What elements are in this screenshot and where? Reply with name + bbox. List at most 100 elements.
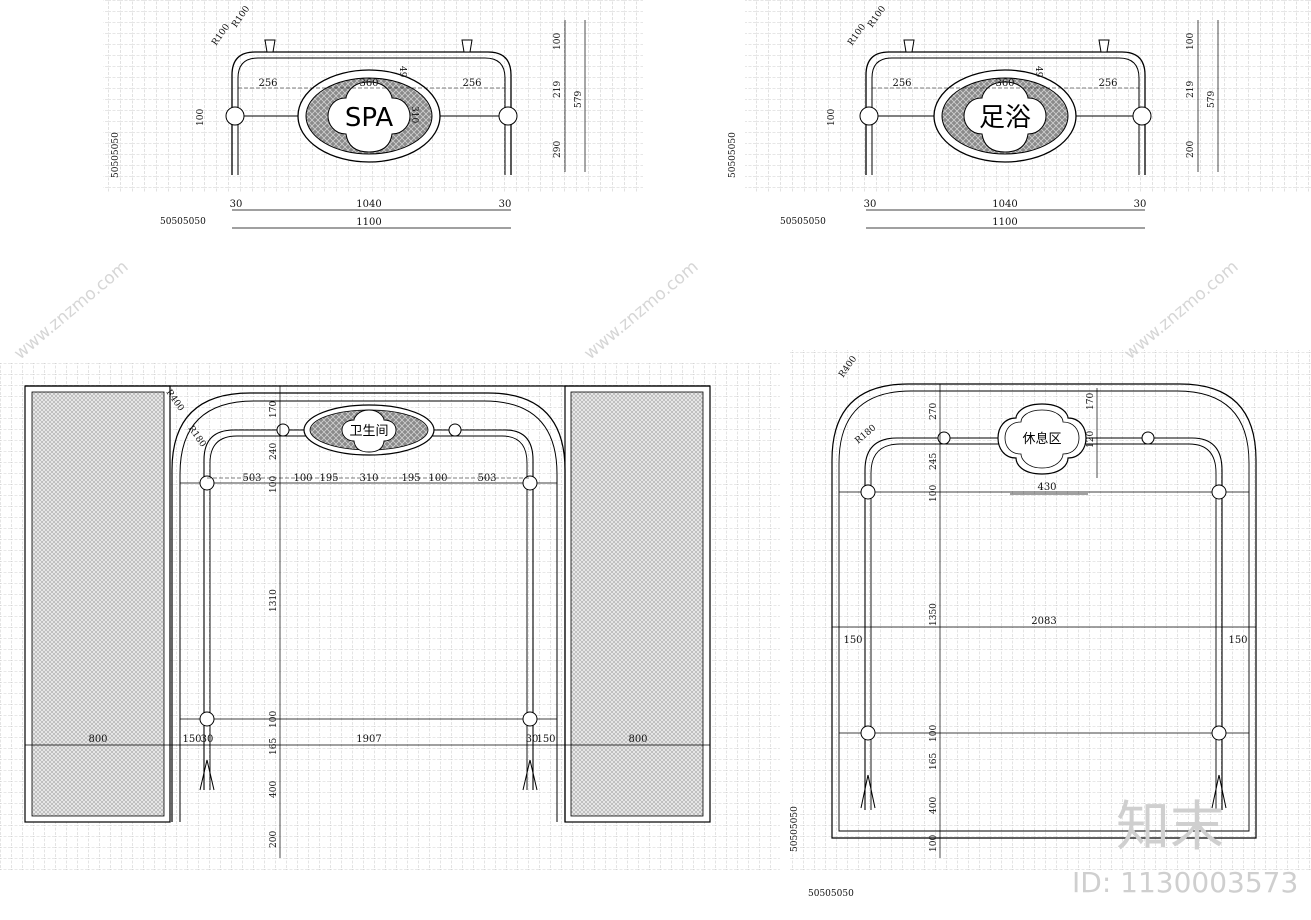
lounge-dim-v-1350: 1350 — [929, 603, 939, 626]
foot-bath-dim-r-100: 100 — [1186, 33, 1196, 50]
spa-left-ticks: 50505050 — [111, 132, 121, 178]
foot-bath-sign-quatrefoil — [963, 81, 1047, 153]
spa-dim-1100: 1100 — [356, 217, 381, 228]
watermark-diagonal-2: www.znzmo.com — [580, 257, 702, 364]
spa-bottom-ticks: 50505050 — [160, 217, 206, 227]
restroom-panel-right-mesh — [570, 391, 704, 817]
lounge-dim-v-100c: 100 — [929, 835, 939, 852]
lounge-dim-v-270: 270 — [929, 403, 939, 420]
restroom-dim-v-200: 200 — [269, 831, 279, 848]
lounge-knobs — [860, 431, 1227, 741]
spa-dim-310: 310 — [409, 106, 419, 123]
spa-dim-r-579: 579 — [574, 91, 584, 108]
foot-bath-elevation: 足浴 R100 R100 256 360 256 49 100 100 219 … — [728, 0, 1311, 229]
spa-frame-inner — [237, 57, 506, 175]
lounge-arch-outer-2 — [838, 390, 1250, 832]
lounge-dim-v-100b: 100 — [929, 725, 939, 742]
lounge-arch-outer — [831, 383, 1257, 839]
foot-bath-dim-30-left: 30 — [864, 199, 877, 210]
restroom-dim-1907: 1907 — [356, 734, 381, 745]
watermark-diagonal-3: www.znzmo.com — [1120, 257, 1242, 364]
lounge-dim-170: 170 — [1086, 393, 1096, 410]
lounge-dim-120: 120 — [1086, 431, 1096, 448]
restroom-dim-v-400: 400 — [269, 781, 279, 798]
spa-sign-quatrefoil — [327, 81, 411, 153]
restroom-dim-800-left: 800 — [88, 734, 107, 745]
restroom-sign-text: 卫生间 — [349, 424, 388, 439]
foot-bath-frame-inner — [871, 57, 1140, 175]
lounge-dim-2083: 2083 — [1031, 616, 1056, 627]
lounge-elevation: 休息区 R400 R180 430 170 120 270 245 100 13… — [790, 350, 1311, 899]
restroom-dim-503-left: 503 — [242, 473, 261, 484]
lounge-sign-quatrefoil-inner — [1004, 409, 1080, 469]
restroom-dim-v-170: 170 — [269, 401, 279, 418]
restroom-dim-195-right: 195 — [401, 473, 420, 484]
foot-bath-dim-r-579: 579 — [1207, 91, 1217, 108]
lounge-dim-430: 430 — [1037, 482, 1056, 493]
lounge-dim-v-165: 165 — [929, 753, 939, 770]
restroom-sign-quatrefoil — [341, 409, 397, 453]
restroom-dim-v-100b: 100 — [269, 711, 279, 728]
lounge-dim-150-right: 150 — [1228, 635, 1247, 646]
spa-dim-1040: 1040 — [356, 199, 381, 210]
lounge-dim-v-100a: 100 — [929, 485, 939, 502]
foot-bath-posts — [859, 39, 1152, 126]
restroom-knobs — [199, 423, 538, 727]
restroom-dim-v-240: 240 — [269, 443, 279, 460]
spa-dim-30-left: 30 — [230, 199, 243, 210]
foot-bath-sign-text: 足浴 — [979, 103, 1031, 133]
foot-bath-left-ticks: 50505050 — [728, 132, 738, 178]
restroom-dim-503-right: 503 — [477, 473, 496, 484]
foot-bath-dim-r-219: 219 — [1186, 81, 1196, 98]
lounge-left-ticks: 50505050 — [790, 806, 800, 852]
spa-dim-49: 49 — [397, 66, 407, 78]
lounge-sign-text: 休息区 — [1022, 431, 1061, 447]
spa-elevation: SPA R100 R100 256 360 256 49 310 100 100… — [103, 0, 643, 229]
lounge-dim-150-left: 150 — [843, 635, 862, 646]
restroom-arch-outer — [171, 392, 566, 822]
restroom-feet — [199, 759, 538, 791]
foot-bath-dim-100-left: 100 — [827, 109, 837, 126]
watermark-diagonal-1: www.znzmo.com — [10, 257, 132, 364]
restroom-dim-150-left: 150 — [182, 734, 201, 745]
restroom-dim-30-left: 30 — [201, 734, 214, 745]
restroom-dim-195-left: 195 — [319, 473, 338, 484]
lounge-sign-quatrefoil-outer — [997, 403, 1087, 475]
lounge-feet — [860, 774, 1227, 809]
spa-dim-30-right: 30 — [499, 199, 512, 210]
spa-dim-360: 360 — [359, 78, 378, 89]
lounge-dim-v-245: 245 — [929, 453, 939, 470]
restroom-panel-left-mesh — [31, 391, 165, 817]
lounge-bottom-ticks: 50505050 — [808, 889, 854, 899]
spa-dim-256-left: 256 — [258, 78, 277, 89]
spa-sign-text: SPA — [345, 103, 394, 133]
spa-post-left — [225, 39, 518, 126]
foot-bath-dim-1040: 1040 — [992, 199, 1017, 210]
foot-bath-frame-outer — [865, 51, 1146, 175]
watermark-id: ID: 1130003573 — [1072, 866, 1298, 899]
restroom-elevation: 卫生间 R400 R180 503 100 195 310 195 100 50… — [0, 362, 780, 870]
restroom-dim-30-right: 30 — [526, 734, 539, 745]
foot-bath-dim-256-right: 256 — [1098, 78, 1117, 89]
foot-bath-dim-256-left: 256 — [892, 78, 911, 89]
spa-dim-256-right: 256 — [462, 78, 481, 89]
foot-bath-dim-49: 49 — [1033, 66, 1043, 78]
foot-bath-dim-30-right: 30 — [1134, 199, 1147, 210]
spa-dim-r-219: 219 — [553, 81, 563, 98]
restroom-arch-inner — [179, 400, 558, 822]
restroom-dim-150-right: 150 — [536, 734, 555, 745]
foot-bath-dim-1100: 1100 — [992, 217, 1017, 228]
spa-dim-r-100: 100 — [553, 33, 563, 50]
spa-dim-r-290: 290 — [553, 141, 563, 158]
watermark-brand: 知末 — [1116, 795, 1224, 858]
restroom-dim-v-165: 165 — [269, 738, 279, 755]
foot-bath-bottom-ticks: 50505050 — [780, 217, 826, 227]
lounge-dim-v-400: 400 — [929, 797, 939, 814]
restroom-dim-v-1310: 1310 — [269, 589, 279, 612]
spa-dim-100-left: 100 — [196, 109, 206, 126]
spa-frame-outer — [231, 51, 512, 175]
foot-bath-dim-360: 360 — [995, 78, 1014, 89]
foot-bath-dim-r-200: 200 — [1186, 141, 1196, 158]
restroom-dim-100-right: 100 — [428, 473, 447, 484]
